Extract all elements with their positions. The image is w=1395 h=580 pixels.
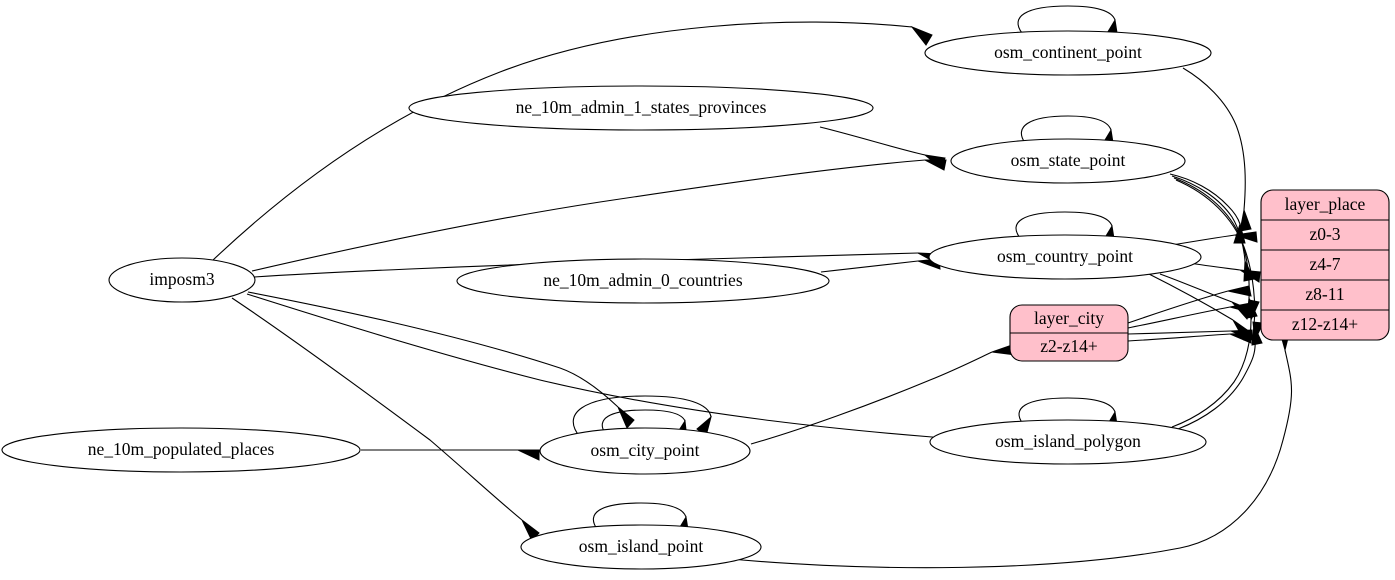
edge-line: [572, 395, 712, 438]
graph-edge: [1169, 173, 1246, 244]
edge-line: [819, 126, 926, 156]
graph-node-osm_country_point[interactable]: osm_country_point: [928, 234, 1202, 280]
graph-node-osm_state_point[interactable]: osm_state_point: [950, 138, 1186, 184]
node-label: osm_country_point: [997, 246, 1133, 266]
edge-line: [1171, 319, 1252, 428]
node-label: ne_10m_admin_1_states_provinces: [516, 97, 767, 117]
node-label: osm_island_point: [579, 536, 704, 556]
arrowhead-icon: [1239, 208, 1252, 232]
graph-node-ne_10m_populated_places[interactable]: ne_10m_populated_places: [1, 427, 361, 473]
edge-line: [1188, 262, 1241, 271]
edge-line: [1018, 397, 1116, 425]
node-label: osm_continent_point: [994, 42, 1142, 62]
node-ellipse: [928, 234, 1202, 280]
arrowhead-icon: [1239, 269, 1261, 283]
arrowhead-icon: [517, 449, 540, 461]
record-row-z0_3[interactable]: z0-3: [1309, 224, 1340, 244]
graph-edge: [819, 126, 946, 169]
graph-edge: [1127, 302, 1253, 329]
graph-node-osm_city_point[interactable]: osm_city_point: [539, 427, 751, 475]
node-ellipse: [520, 524, 762, 570]
arrowhead-icon: [1248, 299, 1260, 322]
graph-node-osm_island_point[interactable]: osm_island_point: [520, 524, 762, 570]
graph-edge: [251, 159, 947, 272]
edge-line: [1182, 67, 1246, 211]
edge-line: [601, 409, 686, 434]
record-row-z2_z14[interactable]: z2-z14+: [1040, 336, 1098, 356]
record-node-layer_place[interactable]: layer_place z0-3 z4-7 z8-11 z12-z14+: [1260, 189, 1390, 341]
edge-line: [1171, 175, 1246, 262]
arrowhead-icon: [923, 154, 946, 169]
record-row-z12_z14[interactable]: z12-z14+: [1292, 314, 1358, 334]
edge-line: [820, 260, 919, 273]
node-label: ne_10m_populated_places: [88, 439, 275, 459]
edge-line: [1127, 330, 1232, 335]
graph-node-ne_10m_admin_0_countries[interactable]: ne_10m_admin_0_countries: [456, 258, 830, 304]
edge-line: [231, 297, 523, 521]
record-row-z4_7[interactable]: z4-7: [1309, 254, 1340, 274]
graph-edge: [1171, 299, 1260, 428]
graph-edge: [1182, 67, 1252, 232]
edge-line: [720, 349, 1293, 569]
edge-line: [1146, 272, 1234, 321]
node-label: osm_city_point: [591, 440, 700, 460]
edge-line: [1159, 273, 1233, 303]
edge-line: [211, 21, 913, 262]
node-label: imposm3: [149, 269, 214, 289]
node-ellipse: [924, 30, 1212, 76]
edge-line: [750, 351, 993, 445]
record-row-header[interactable]: layer_place: [1285, 194, 1366, 214]
edge-line: [1177, 339, 1256, 430]
edge-line: [1020, 115, 1112, 144]
node-ellipse: [929, 419, 1207, 465]
node-ellipse: [1, 427, 361, 473]
graph-edge: [211, 21, 933, 262]
edge-line: [1127, 290, 1229, 324]
edge-line: [246, 293, 933, 438]
edge-line: [251, 159, 926, 272]
graph-edge: [247, 291, 635, 429]
graph-node-osm_island_polygon[interactable]: osm_island_polygon: [929, 419, 1207, 465]
arrowhead-icon: [1227, 285, 1252, 297]
graph-node-imposm3[interactable]: imposm3: [108, 257, 256, 303]
edge-line: [1173, 177, 1250, 299]
graph-edge: [246, 293, 954, 450]
node-ellipse: [950, 138, 1186, 184]
record-node-layer_city[interactable]: layer_city z2-z14+: [1009, 304, 1129, 362]
graph-node-ne_10m_admin_1_states_provinces[interactable]: ne_10m_admin_1_states_provinces: [408, 85, 874, 131]
edge-line: [1015, 211, 1113, 239]
graph-edge: [820, 258, 941, 273]
edge-line: [1127, 306, 1231, 329]
node-ellipse: [539, 427, 751, 475]
graph-edge: [1127, 285, 1252, 324]
nodes-layer: imposm3 ne_10m_admin_1_states_provincesne…: [1, 30, 1212, 570]
edge-line: [1127, 333, 1231, 342]
node-label: osm_island_polygon: [995, 431, 1141, 451]
record-row-z8_11[interactable]: z8-11: [1305, 284, 1344, 304]
node-ellipse: [408, 85, 874, 131]
graph-node-osm_continent_point[interactable]: osm_continent_point: [924, 30, 1212, 76]
graph-edge: [231, 297, 540, 542]
node-label: ne_10m_admin_0_countries: [543, 270, 742, 290]
arrowhead-icon: [910, 25, 933, 46]
arrowhead-icon: [1234, 231, 1258, 243]
graph-edge: [361, 449, 540, 461]
records-layer: layer_place z0-3 z4-7 z8-11 z12-z14+ layer_ci…: [1009, 189, 1390, 362]
node-label: osm_state_point: [1011, 150, 1126, 170]
record-box: [1260, 189, 1390, 341]
arrowhead-icon: [1229, 332, 1252, 344]
node-ellipse: [108, 257, 256, 303]
edge-line: [1017, 5, 1116, 34]
edge-line: [592, 502, 687, 530]
edge-line: [1169, 173, 1241, 225]
graph-edge: [1127, 332, 1252, 344]
arrowhead-icon: [617, 406, 635, 429]
record-row-header[interactable]: layer_city: [1034, 308, 1104, 328]
node-ellipse: [456, 258, 830, 304]
edge-line: [247, 291, 619, 408]
